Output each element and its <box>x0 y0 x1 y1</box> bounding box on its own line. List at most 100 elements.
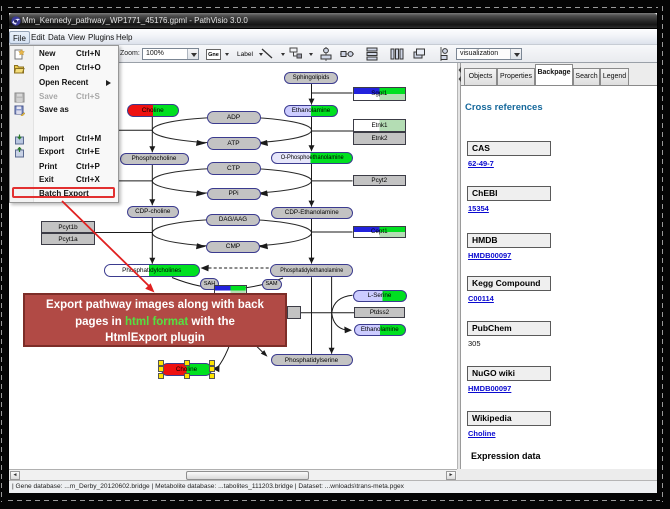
file-menu-item-label: Open <box>39 63 60 72</box>
visualization-dropdown-arrow-icon[interactable] <box>510 49 521 59</box>
selection-handle[interactable] <box>158 360 164 366</box>
pathway-node-choline-top[interactable]: Choline <box>126 104 179 117</box>
pathway-node-phosphatidylethanolamine[interactable]: Phosphatidylethanolamine <box>270 264 353 277</box>
pathway-node-cmp[interactable]: CMP <box>206 240 260 253</box>
selection-handle[interactable] <box>209 366 215 373</box>
pathway-node-adp[interactable]: ADP <box>206 111 261 124</box>
pathway-node-etnk2[interactable]: Etnk2 <box>353 131 406 145</box>
pathway-node-cept1[interactable]: Cept1 <box>352 225 406 238</box>
gene-datanode-dropdown[interactable] <box>222 47 232 61</box>
canvas-horizontal-scrollbar[interactable]: ◄ ► <box>9 469 457 480</box>
menubar-item-plugins[interactable]: Plugins <box>88 33 115 42</box>
pathway-node-pisd[interactable] <box>286 306 301 319</box>
pathway-node-phosphatidylserine[interactable]: Phosphatidylserine <box>270 354 353 366</box>
xref-value-cas[interactable]: 62-49-7 <box>468 159 494 168</box>
file-menu-item-label: Import <box>39 134 64 143</box>
pathway-node-ppi[interactable]: PPi <box>206 187 261 200</box>
pathway-node-l-serine[interactable]: L-Serine <box>352 289 407 302</box>
label-tool-button[interactable]: Label <box>235 47 255 61</box>
pathway-edge <box>149 257 156 264</box>
xref-value-chebi[interactable]: 15354 <box>468 204 489 213</box>
xref-value-nugo-wiki[interactable]: HMDB00097 <box>468 384 512 393</box>
file-menu-item-save-as[interactable]: Save as <box>10 104 118 117</box>
pathway-node-phosphatidylcholines[interactable]: Phosphatidylcholines <box>103 264 200 277</box>
scroll-right-button[interactable]: ► <box>446 471 456 480</box>
scroll-left-button[interactable]: ◄ <box>10 471 20 480</box>
menubar-item-help[interactable]: Help <box>116 33 133 42</box>
pathway-edge <box>196 190 206 197</box>
pathway-node-etnk1[interactable]: Etnk1 <box>353 118 406 132</box>
zoom-combobox[interactable]: 100% <box>142 48 199 60</box>
pathway-node-pcyt2[interactable]: Pcyt2 <box>352 174 406 186</box>
pathway-node-sam[interactable]: SAM <box>261 278 282 290</box>
pathway-node-dag-aag[interactable]: DAG/AAG <box>206 213 260 226</box>
file-menu-item-open-recent[interactable]: Open Recent <box>10 77 118 90</box>
stack-horizontal-button[interactable] <box>390 47 407 61</box>
pathway-node-pcyt1a[interactable]: Pcyt1a <box>41 233 95 245</box>
zoom-dropdown-arrow-icon[interactable] <box>187 49 198 59</box>
xref-box-cas: CAS <box>467 141 551 156</box>
pathway-node-cdp-ethanolamine[interactable]: CDP-Ethanolamine <box>270 206 353 219</box>
selection-ants-right <box>662 6 663 502</box>
xref-value-wikipedia[interactable]: Choline <box>468 429 496 438</box>
title-bar[interactable]: Mm_Kennedy_pathway_WP1771_45176.gpml - P… <box>9 13 657 29</box>
selection-handle[interactable] <box>158 372 164 379</box>
pathway-node-cdp-choline[interactable]: CDP-choline <box>127 205 179 218</box>
menubar-item-data[interactable]: Data <box>48 33 65 42</box>
xref-value-hmdb[interactable]: HMDB00097 <box>468 251 512 260</box>
line-tool-button[interactable] <box>261 47 279 61</box>
xref-value-pubchem: 305 <box>468 339 481 348</box>
pathway-edge <box>200 264 209 272</box>
gene-datanode-button[interactable]: Gne <box>206 49 221 60</box>
pathway-node-pcyt1b[interactable]: Pcyt1b <box>41 221 95 233</box>
pathway-edge <box>308 145 315 152</box>
selection-handle[interactable] <box>209 360 215 366</box>
template-tool-dropdown[interactable] <box>306 47 316 61</box>
menubar-item-edit[interactable]: Edit <box>31 33 45 42</box>
pathway-edge <box>331 313 347 331</box>
pathway-node-phosphocholine[interactable]: Phosphocholine <box>119 152 189 165</box>
tab-search[interactable]: Search <box>573 68 600 85</box>
pathway-node-ethanolamine-b[interactable]: Ethanolamine <box>354 323 406 336</box>
pathway-node-o-phosphoethanolamine[interactable]: O-Phosphoethanolamine <box>270 151 353 164</box>
panel-splitter[interactable] <box>457 63 461 469</box>
tab-properties[interactable]: Properties <box>497 68 535 85</box>
tab-legend[interactable]: Legend <box>600 68 629 85</box>
pathway-node-atp[interactable]: ATP <box>206 137 261 150</box>
visualization-combobox[interactable]: visualization <box>456 48 522 60</box>
xref-value-kegg-compound[interactable]: C00114 <box>468 294 494 303</box>
gene-button-label: Gne <box>208 51 219 58</box>
pathway-node-ptdss2[interactable]: Ptdss2 <box>354 306 405 318</box>
selection-handle[interactable] <box>183 360 190 366</box>
z-order-button[interactable] <box>412 47 429 61</box>
stack-vertical-button[interactable] <box>365 47 382 61</box>
line-tool-dropdown[interactable] <box>278 47 288 61</box>
pathway-node-ethanolamine-top[interactable]: Ethanolamine <box>284 104 338 117</box>
selection-handle[interactable] <box>158 366 164 373</box>
selection-handle[interactable] <box>183 372 190 379</box>
align-center-y-button[interactable] <box>340 47 357 61</box>
tab-objects[interactable]: Objects <box>464 68 497 85</box>
align-center-x-button[interactable] <box>319 47 336 61</box>
pathway-node-ctp[interactable]: CTP <box>206 162 261 175</box>
menubar-item-view[interactable]: View <box>68 33 86 42</box>
splitter-collapse-icon[interactable] <box>458 65 462 85</box>
selection-handle[interactable] <box>209 372 215 379</box>
file-menu-item-batch-export[interactable]: Batch Export <box>10 188 118 201</box>
menubar-item-file[interactable]: File <box>9 31 30 44</box>
template-tool-button[interactable] <box>289 47 307 61</box>
label-button-label: Label <box>237 50 253 58</box>
node-label: CTP <box>227 164 240 172</box>
scrollbar-thumb[interactable] <box>186 471 309 480</box>
align-left-button[interactable] <box>438 47 455 61</box>
pathway-node-sgpl1[interactable]: Sgpl1 <box>352 87 406 101</box>
pathway-node-sphingolipids[interactable]: Sphingolipids <box>284 71 338 84</box>
tab-backpage[interactable]: Backpage <box>535 64 573 85</box>
